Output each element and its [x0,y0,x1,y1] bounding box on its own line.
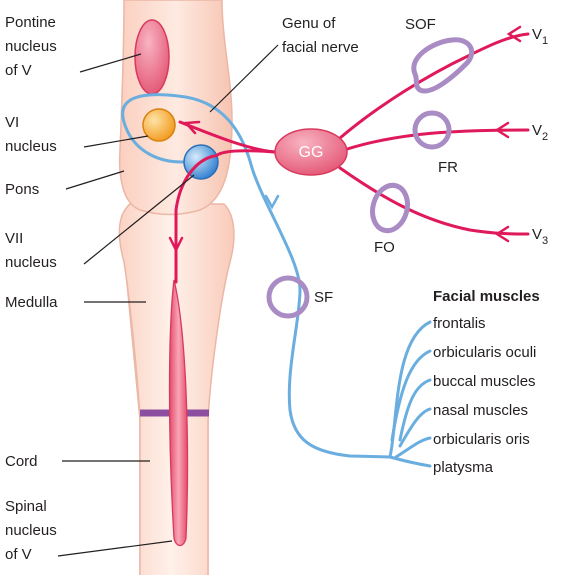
foramina [269,40,472,316]
muscle-branch-platysma [390,457,430,466]
genu-label-line2: facial nerve [282,39,359,56]
sof-foramen [414,40,472,91]
v2-label: V2 [532,122,548,143]
pontine-label-line3: of V [5,62,32,79]
sof-label: SOF [405,16,436,33]
v1-label: V1 [532,26,548,47]
fr-foramen [415,113,449,147]
cord-label: Cord [5,453,38,470]
fr-label: FR [438,159,458,176]
v2-main: V [532,122,542,139]
pontine-label: Pontine nucleus of V [5,14,61,79]
gg-label: GG [299,144,324,161]
vii-nucleus-label-line1: VII [5,230,23,247]
muscle-item: nasal muscles [433,402,528,419]
v1-sub: 1 [542,35,548,47]
sf-foramen [269,278,307,316]
spinal-label-line3: of V [5,546,32,563]
v2-sub: 2 [542,131,548,143]
genu-label: Genu of facial nerve [282,15,359,56]
v3-sub: 3 [542,235,548,247]
vi-nucleus-label-line2: nucleus [5,138,57,155]
vi-nucleus-label-line1: VI [5,114,19,131]
facial-muscles-title: Facial muscles [433,288,540,305]
v3-label: V3 [532,226,548,247]
muscle-branch-frontalis [390,322,430,457]
pontine-label-line1: Pontine [5,14,56,31]
v3-branch [340,168,528,234]
muscle-item: platysma [433,459,494,476]
vi-nucleus-label: VI nucleus [5,114,57,155]
vii-nucleus-label-line2: nucleus [5,254,57,271]
spinal-label-line1: Spinal [5,498,47,515]
pontine-label-line2: nucleus [5,38,57,55]
spinal-nucleus-label: Spinal nucleus of V [5,498,61,563]
muscle-item: orbicularis oculi [433,344,536,361]
medulla-label: Medulla [5,294,58,311]
pontine-nucleus-of-v [135,20,169,94]
genu-label-line1: Genu of [282,15,336,32]
muscle-item: orbicularis oris [433,431,530,448]
fo-label: FO [374,239,395,256]
v3-main: V [532,226,542,243]
pons-label: Pons [5,181,39,198]
spinal-label-line2: nucleus [5,522,57,539]
muscle-item: buccal muscles [433,373,536,390]
muscle-item: frontalis [433,315,486,332]
v1-main: V [532,26,542,43]
vii-nucleus-label: VII nucleus [5,230,57,271]
leader-pons [66,171,124,189]
sf-label: SF [314,289,333,306]
